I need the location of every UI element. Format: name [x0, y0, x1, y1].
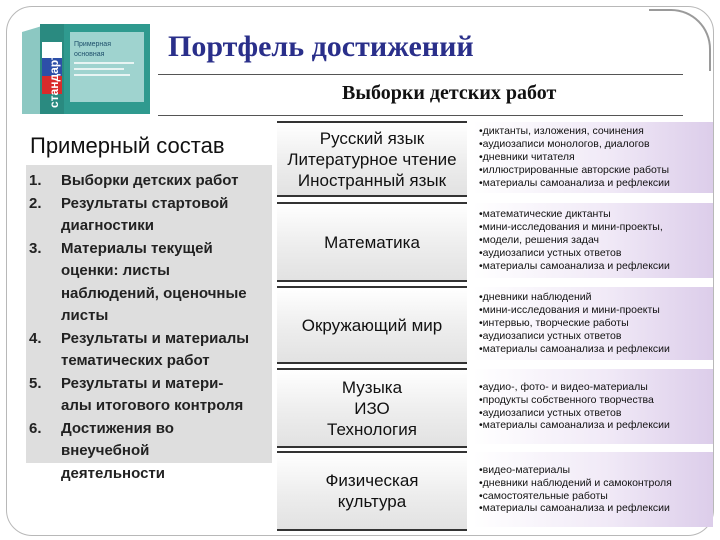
work-item: •аудиозаписи монологов, диалогов [479, 138, 650, 151]
subject-cell: Физическая культура [277, 451, 467, 531]
page-subtitle: Выборки детских работ [342, 82, 557, 104]
flag-blue-band [42, 58, 62, 76]
work-item: •интервью, творческие работы [479, 317, 629, 330]
work-item: •дневники наблюдений [479, 291, 592, 304]
composition-item: 5. Результаты и матери-алы итогового конт… [29, 373, 275, 418]
work-item: •мини-исследования и мини-проекты, [479, 221, 663, 234]
book-caption-line-1: Примерная [74, 41, 111, 48]
subject-cell: Математика [277, 202, 467, 282]
book-text-line [74, 62, 134, 64]
composition-item-text: алы итогового контроля [61, 397, 244, 414]
composition-item-text: Материалы текущей [61, 239, 213, 257]
composition-item-text: Результаты и материалы [61, 329, 250, 347]
composition-item-number: 3. [29, 239, 42, 257]
standards-book-cover-image: стандарты Примерная основная [22, 24, 150, 114]
composition-item: 3. Материалы текущей оценки: листы наблюден… [29, 238, 275, 328]
work-item: •материалы самоанализа и рефлексии [479, 419, 670, 432]
composition-item-text: внеучебной [61, 442, 150, 459]
work-item: •дневники читателя [479, 151, 575, 164]
book-text-line [74, 68, 124, 70]
subject-works-cell: •математические диктанты•мини-исследован… [473, 203, 713, 278]
work-item: •модели, решения задач [479, 234, 600, 247]
composition-item-text: тематических работ [61, 352, 210, 369]
subject-name: Физическая [325, 471, 419, 490]
subject-name: Музыка [341, 377, 403, 397]
composition-list: 1. Выборки детских работ 2. Результаты стар… [29, 170, 275, 485]
composition-item: 4. Результаты и материалы тематических раб… [29, 328, 275, 373]
composition-item: 2. Результаты стартовой диагностики [29, 193, 275, 238]
book-caption-line-2: основная [74, 51, 105, 58]
work-item: •материалы самоанализа и рефлексии [479, 342, 670, 355]
composition-item-text: Достижения во [61, 419, 174, 437]
book-spine-shadow [22, 26, 42, 114]
flag-white-band [42, 42, 62, 58]
composition-item: 1. Выборки детских работ [29, 170, 275, 193]
work-item: •аудиозаписи устных ответов [479, 329, 622, 342]
work-item: •аудиозаписи устных ответов [479, 406, 622, 419]
composition-item-text: Результаты стартовой [61, 194, 229, 212]
subject-name: Русский язык [319, 128, 425, 148]
work-item: •диктанты, изложения, сочинения [479, 125, 644, 138]
corner-decoration [649, 9, 711, 71]
composition-item-text: Результаты и матери- [61, 374, 224, 392]
composition-item: 6. Достижения во внеучебной деятельности [29, 418, 275, 486]
work-item: •продукты собственного творчества [479, 393, 654, 406]
composition-item-text: диагностики [61, 217, 154, 234]
subject-name: Иностранный язык [297, 170, 447, 190]
title-divider-bottom [158, 115, 683, 116]
subject-name: Технология [327, 419, 417, 439]
composition-item-text: оценки: листы [61, 262, 170, 279]
composition-item-text: Выборки детских работ [61, 172, 239, 189]
composition-item-text: деятельности [61, 464, 165, 482]
composition-heading: Примерный состав [30, 133, 225, 158]
composition-item-number: 1. [29, 172, 42, 189]
subject-works-cell: •дневники наблюдений•мини-исследования и… [473, 287, 713, 360]
work-item: •дневники наблюдений и самоконтроля [479, 476, 672, 489]
work-item: •видео-материалы [479, 463, 570, 476]
work-item: •материалы самоанализа и рефлексии [479, 259, 670, 272]
subject-name: культура [337, 492, 407, 511]
subject-works-cell: •диктанты, изложения, сочинения•аудиозап… [473, 122, 713, 193]
composition-item-number: 2. [29, 194, 42, 212]
book-text-line [74, 74, 130, 76]
composition-item-text: листы [61, 307, 109, 324]
subject-cell: Окружающий мир [277, 286, 467, 364]
subject-name: Окружающий мир [301, 315, 443, 335]
work-item: •мини-исследования и мини-проекты [479, 304, 660, 317]
work-item: •аудиозаписи устных ответов [479, 246, 622, 259]
composition-item-text: наблюдений, оценочные [61, 284, 247, 302]
work-item: •математические диктанты [479, 208, 611, 221]
work-item: •аудио-, фото- и видео-материалы [479, 380, 648, 393]
composition-item-number: 6. [29, 419, 42, 437]
composition-item-number: 5. [29, 374, 42, 392]
subject-name: Литературное чтение [287, 149, 457, 169]
work-item: •материалы самоанализа и рефлексии [479, 502, 670, 515]
composition-list-panel [26, 165, 272, 463]
book-cover-panel [70, 32, 144, 102]
subject-name: ИЗО [354, 398, 390, 418]
page-title: Портфель достижений [168, 30, 474, 63]
subject-name: Математика [324, 232, 420, 252]
work-item: •самостоятельные работы [479, 489, 608, 502]
subject-works-cell: •аудио-, фото- и видео-материалы•продукт… [473, 369, 713, 444]
flag-red-band [42, 76, 62, 94]
work-item: •иллюстрированные авторские работы [479, 163, 669, 176]
title-divider-top [158, 74, 683, 75]
book-spine-text: стандарты [47, 44, 61, 108]
composition-item-number: 4. [29, 329, 42, 347]
work-item: •материалы самоанализа и рефлексии [479, 176, 670, 189]
subject-works-cell: •видео-материалы•дневники наблюдений и с… [473, 452, 713, 527]
